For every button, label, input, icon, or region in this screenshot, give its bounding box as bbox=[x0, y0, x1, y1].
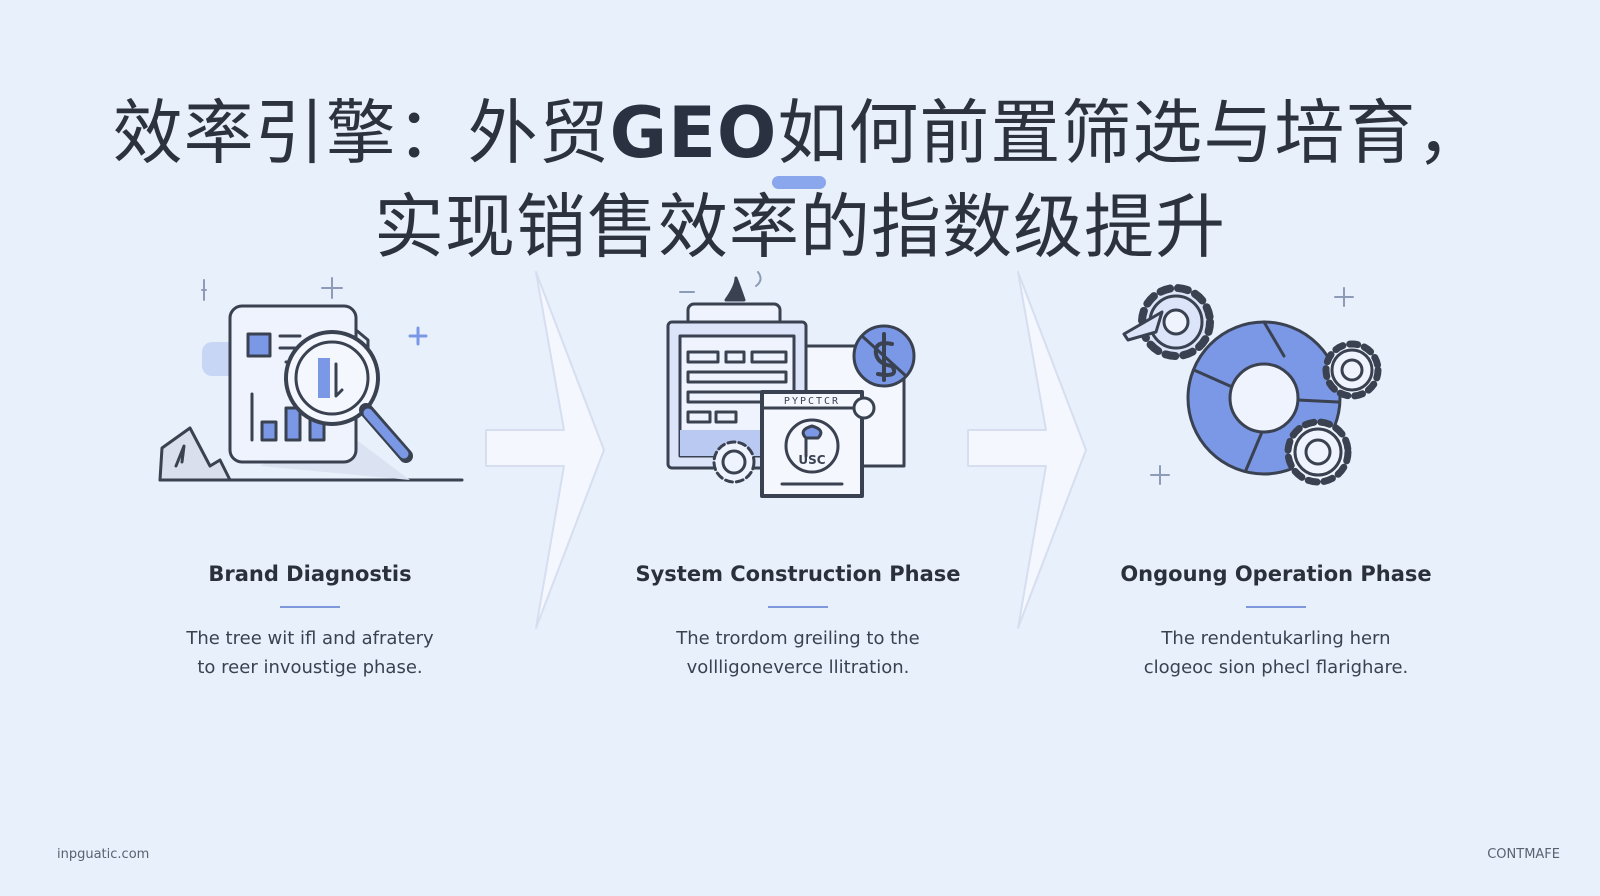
arrow-right-icon bbox=[967, 271, 1087, 629]
desc-line-1: The rendentukarling hern bbox=[1161, 628, 1391, 649]
desc-line-2: clogeoc sion phecl flarighare. bbox=[1143, 657, 1409, 678]
stage-ongoing-operation: Ongoung Operation Phase The rendentukarl… bbox=[1076, 270, 1476, 690]
title-part-2: 如何前置筛选与培育， bbox=[777, 92, 1488, 174]
arrow-right-icon bbox=[485, 271, 605, 629]
stage-divider bbox=[768, 606, 828, 608]
stage-divider bbox=[280, 606, 340, 608]
stage-title: Brand Diagnostis bbox=[208, 562, 412, 586]
title-part-1: 效率引擎：外贸 bbox=[112, 92, 610, 174]
stage-description: The rendentukarling hern clogeoc sion ph… bbox=[1076, 624, 1476, 682]
stage-description: The trordom greiling to the vollligoneve… bbox=[598, 624, 998, 682]
desc-line-1: The tree wit ifl and afratery bbox=[186, 628, 434, 649]
window-header-label: PYPCTCR bbox=[784, 396, 840, 407]
title-line-2: 实现销售效率的指数级提升 bbox=[374, 186, 1226, 268]
desc-line-2: to reer invoustige phase. bbox=[197, 657, 423, 678]
stage-title: Ongoung Operation Phase bbox=[1120, 562, 1432, 586]
document-magnifier-icon bbox=[158, 277, 464, 482]
footer-website: inpguatic.com bbox=[57, 847, 150, 862]
server-document-icon: PYPCTCR USC bbox=[666, 271, 916, 498]
title-highlight: GEO bbox=[609, 92, 778, 174]
title-line-1: 效率引擎：外贸GEO如何前置筛选与培育， bbox=[0, 86, 1600, 180]
gear-ring-icon bbox=[1122, 284, 1382, 486]
stage-brand-diagnosis: Brand Diagnostis The tree wit ifl and af… bbox=[110, 270, 510, 690]
stage-title: System Construction Phase bbox=[635, 562, 961, 586]
desc-line-1: The trordom greiling to the bbox=[676, 628, 920, 649]
badge-label: USC bbox=[798, 453, 825, 467]
stage-description: The tree wit ifl and afratery to reer in… bbox=[110, 624, 510, 682]
desc-line-2: vollligoneverce llitration. bbox=[686, 657, 910, 678]
footer-brand: CONTMAFE bbox=[1487, 847, 1560, 862]
stage-system-construction: PYPCTCR USC System Construction Phase Th… bbox=[598, 270, 998, 690]
stage-divider bbox=[1246, 606, 1306, 608]
page-title: 效率引擎：外贸GEO如何前置筛选与培育， 实现销售效率的指数级提升 bbox=[0, 86, 1600, 274]
title-accent-bar bbox=[772, 176, 826, 189]
